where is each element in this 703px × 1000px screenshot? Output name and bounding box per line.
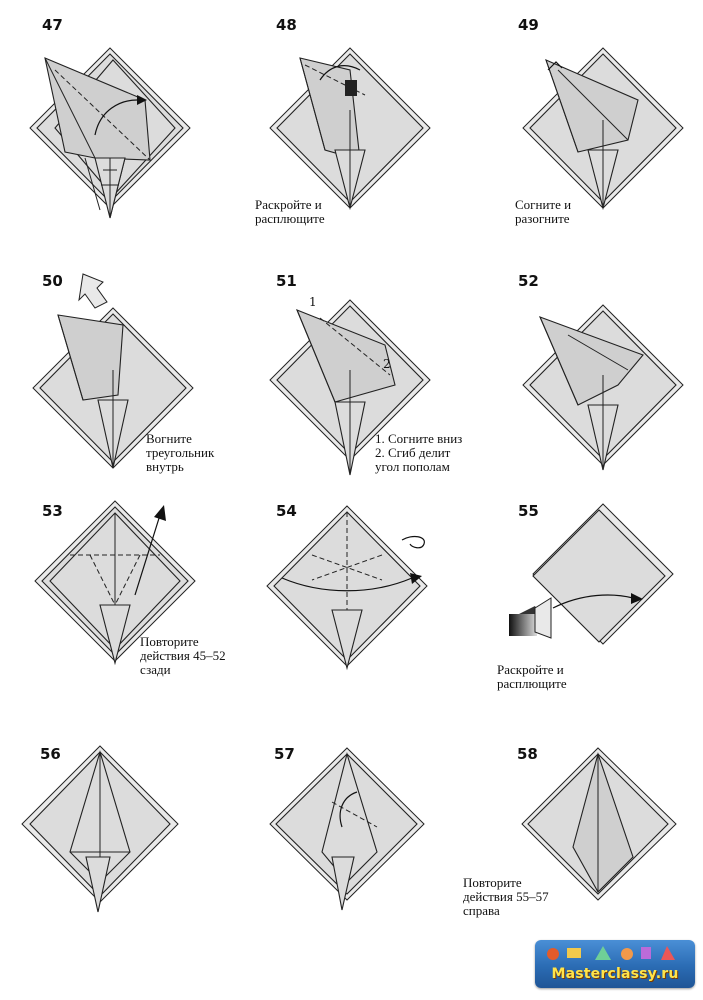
step-number-48: 48 <box>276 16 297 34</box>
tools-icon <box>547 946 675 960</box>
step-number-56: 56 <box>40 745 61 763</box>
step-58-caption: Повторите действия 55–57 справа <box>463 875 549 918</box>
step-50-diagram <box>32 273 194 469</box>
step-54-diagram <box>266 505 428 671</box>
step-number-58: 58 <box>517 745 538 763</box>
step-51-caption: 1. Согните вниз 2. Сгиб делит угол попол… <box>375 431 463 474</box>
step-55-caption: Раскройте и расплющите <box>497 662 567 691</box>
step-number-52: 52 <box>518 272 539 290</box>
step-50-caption: Вогните треугольник внутрь <box>146 431 215 474</box>
step-57-diagram <box>269 747 425 911</box>
step-53-caption: Повторите действия 45–52 сзади <box>140 634 226 677</box>
step-number-55: 55 <box>518 502 539 520</box>
step-number-53: 53 <box>42 502 63 520</box>
step-58-diagram <box>521 747 677 901</box>
step-53-diagram <box>34 500 196 666</box>
step-number-49: 49 <box>518 16 539 34</box>
step-number-50: 50 <box>42 272 63 290</box>
step-49-caption: Согните и разогните <box>515 197 572 226</box>
step-number-47: 47 <box>42 16 63 34</box>
step-47-diagram <box>29 47 191 219</box>
step-55-diagram <box>509 503 674 645</box>
step-number-57: 57 <box>274 745 295 763</box>
marker-2: 2 <box>383 357 391 371</box>
step-48-diagram <box>269 47 431 210</box>
step-51-diagram: 1 2 <box>269 295 431 476</box>
step-number-51: 51 <box>276 272 297 290</box>
watermark-text: Masterclassy.ru <box>551 966 679 982</box>
step-52-diagram <box>522 304 684 471</box>
site-watermark[interactable]: Masterclassy.ru <box>535 940 695 988</box>
step-48-caption: Раскройте и расплющите <box>255 197 325 226</box>
step-49-diagram <box>522 47 684 210</box>
step-number-54: 54 <box>276 502 297 520</box>
marker-1: 1 <box>309 295 317 309</box>
step-56-diagram <box>21 745 179 913</box>
